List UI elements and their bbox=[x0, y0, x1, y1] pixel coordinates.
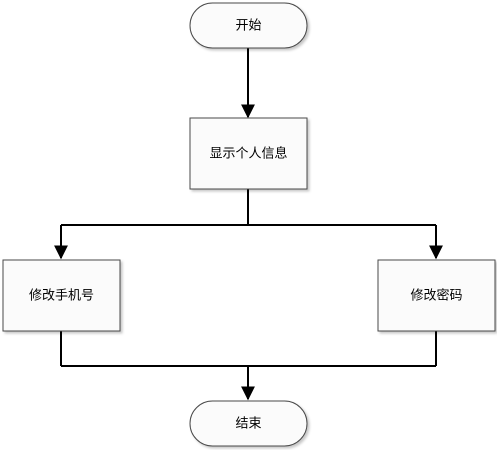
start-node: 开始 bbox=[189, 2, 308, 49]
edit-password-node: 修改密码 bbox=[377, 259, 496, 332]
start-node-shape bbox=[189, 2, 308, 49]
edit-phone-node-shape bbox=[2, 259, 121, 332]
show-info-node-label: 显示个人信息 bbox=[209, 146, 287, 162]
edges bbox=[54, 48, 443, 401]
show-info-node: 显示个人信息 bbox=[189, 117, 308, 190]
start-node-label: 开始 bbox=[235, 19, 261, 34]
end-node: 结束 bbox=[189, 400, 308, 447]
end-node-label: 结束 bbox=[235, 417, 261, 432]
edit-password-node-label: 修改密码 bbox=[410, 288, 462, 304]
edit-phone-node: 修改手机号 bbox=[2, 259, 121, 332]
edit-password-node-shape bbox=[377, 259, 496, 332]
show-info-node-shape bbox=[189, 117, 308, 190]
edit-phone-node-label: 修改手机号 bbox=[29, 289, 94, 304]
end-node-shape bbox=[189, 400, 308, 447]
